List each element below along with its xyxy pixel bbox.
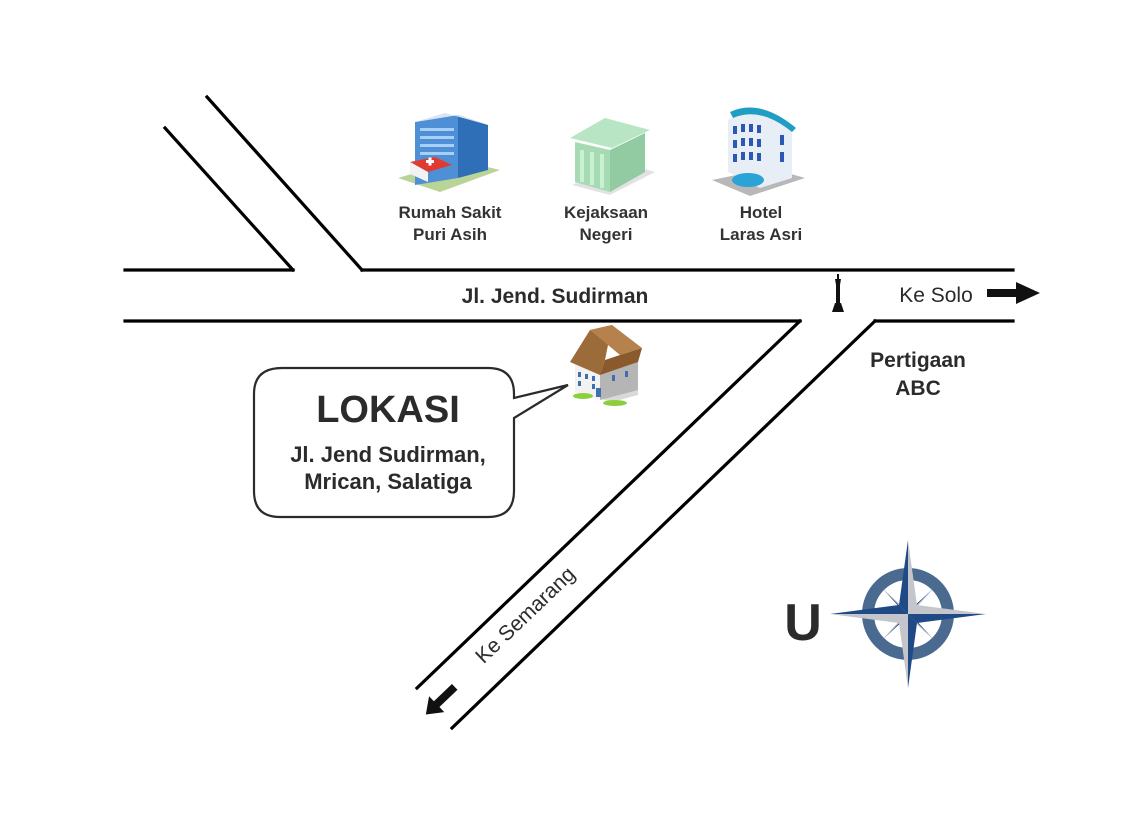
direction-semarang-label: Ke Semarang (471, 563, 580, 668)
semarang-road-right-edge (449, 318, 878, 731)
house-icon (570, 325, 642, 406)
junction-name-line1: Pertigaan (870, 349, 966, 372)
location-address-line1: Jl. Jend Sudirman, (290, 442, 486, 467)
main-road-name: Jl. Jend. Sudirman (462, 285, 649, 308)
location-address-line2: Mrican, Salatiga (304, 469, 472, 494)
side-road-right-edge (204, 94, 365, 273)
monument-icon (832, 274, 844, 312)
hotel-label-line1: Hotel (740, 203, 783, 222)
hospital-building-icon (398, 113, 500, 192)
landmark-hospital: Rumah Sakit Puri Asih (398, 113, 502, 244)
callout-bubble (252, 366, 569, 519)
hospital-label-line2: Puri Asih (413, 225, 487, 244)
compass-rose-icon (830, 540, 986, 688)
semarang-road-left-edge (414, 318, 803, 691)
location-title: LOKASI (316, 389, 460, 431)
junction-name-line2: ABC (895, 377, 941, 400)
roads (123, 94, 1015, 731)
hotel-building-icon (712, 107, 805, 196)
hotel-label-line2: Laras Asri (720, 225, 803, 244)
landmark-courthouse: Kejaksaan Negeri (564, 118, 655, 244)
courthouse-label-line1: Kejaksaan (564, 203, 648, 222)
direction-solo-label: Ke Solo (899, 284, 973, 307)
hospital-label-line1: Rumah Sakit (399, 203, 502, 222)
location-callout: LOKASI Jl. Jend Sudirman, Mrican, Salati… (252, 366, 569, 519)
courthouse-label-line2: Negeri (580, 225, 633, 244)
landmark-hotel: Hotel Laras Asri (712, 107, 805, 244)
courthouse-building-icon (570, 118, 655, 195)
side-road-left-edge (162, 125, 296, 273)
arrow-east-icon (987, 282, 1040, 304)
north-label: U (784, 594, 822, 652)
arrow-southwest-icon (425, 683, 458, 715)
